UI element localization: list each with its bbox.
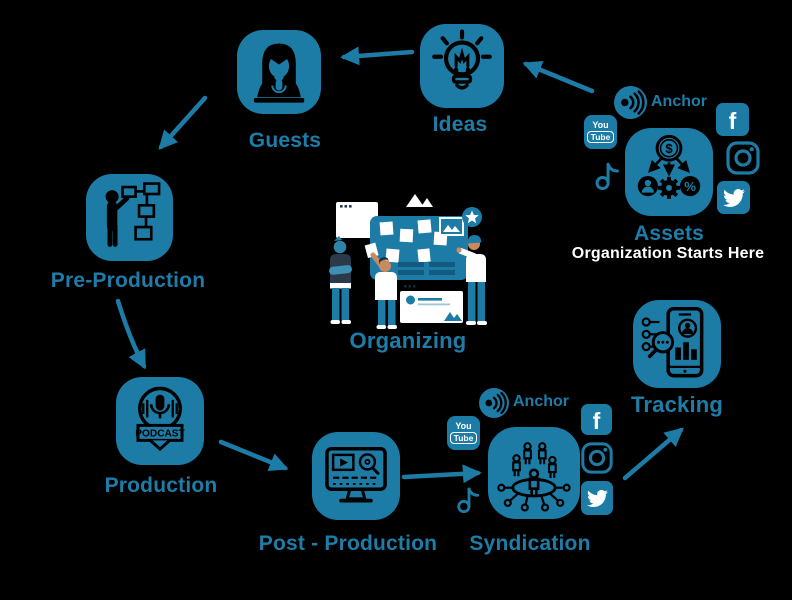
anchor-icon [479,388,509,418]
pre-production-node [86,174,173,261]
anchor-label: Anchor [651,93,707,110]
guest-speaker-icon [253,43,305,103]
arrow-production-to-postproduction [218,439,289,472]
mountain-motif [406,194,424,207]
podcast-mic-icon: PODCAST [135,386,186,452]
sticky-board [370,216,468,280]
syndication-node [488,427,580,519]
organizing-label: Organizing [349,328,467,353]
assets-distribution-icon: $ % [637,134,701,199]
arrow-ideas-to-guests [340,46,415,66]
assets-label: Assets [633,222,705,245]
post-production-label: Post - Production [258,532,438,555]
video-editing-icon [325,446,387,503]
guests-node [237,30,321,114]
guests-label: Guests [248,129,322,152]
star-badge [462,207,482,227]
person-middle [364,242,397,329]
arrow-syndication-to-tracking [622,427,684,481]
syndication-label: Syndication [469,532,591,555]
youtube-icon: You Tube [584,115,617,149]
youtube-icon: You Tube [447,416,480,450]
tracking-label: Tracking [630,392,724,417]
organizing-illustration [322,174,552,332]
tracking-phone-icon [641,307,704,378]
arrow-preproduction-to-production [115,298,147,370]
person-left [329,236,352,324]
pre-production-label: Pre-Production [50,269,206,292]
production-label: Production [104,474,218,497]
podcast-ribbon-text: PODCAST [135,428,185,439]
facebook-icon: f [716,103,749,136]
lightbulb-icon [432,29,492,90]
post-production-node [312,432,400,520]
instagram-icon [725,140,761,176]
twitter-icon [717,181,750,214]
production-node: PODCAST [116,377,204,465]
arrow-guests-to-preproduction [158,95,208,150]
tracking-node [633,300,721,388]
assets-subtitle: Organization Starts Here [571,245,765,262]
instagram-icon [580,441,614,475]
tiktok-icon [591,156,623,194]
arrow-assets-to-ideas [522,60,595,94]
dollar-glyph: $ [665,141,673,156]
percent-glyph: % [684,179,696,194]
person-right [456,235,487,325]
anchor-icon [614,86,647,119]
document-card [400,285,463,323]
anchor-label: Anchor [513,393,569,410]
facebook-icon: f [581,404,612,435]
assets-node: $ % [625,128,713,216]
tiktok-icon [453,481,483,517]
syndication-network-icon [497,442,571,512]
browser-window-shape [336,202,378,238]
flowchart-person-icon [105,182,161,247]
twitter-icon [581,481,613,515]
arrow-postproduction-to-syndication [401,464,482,484]
ideas-label: Ideas [432,113,488,136]
ideas-node [420,24,504,108]
